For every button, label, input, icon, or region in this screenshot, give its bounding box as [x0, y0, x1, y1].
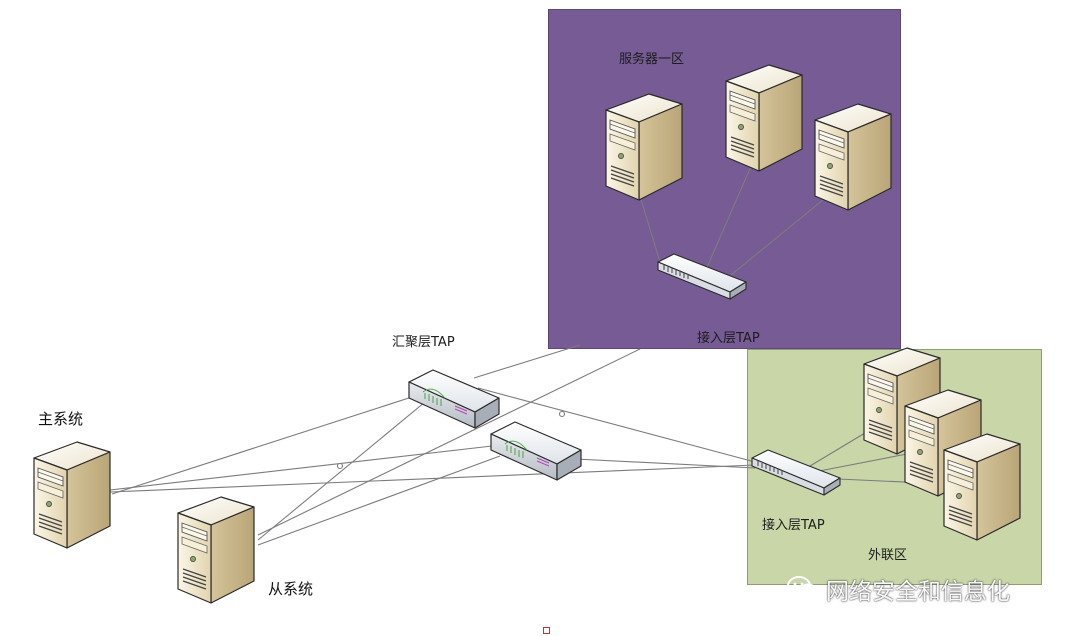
external-zone-label: 外联区 [868, 548, 908, 563]
secondary-system-server-icon [177, 496, 255, 604]
server-zone-label: 服务器一区 [619, 52, 685, 67]
primary-system-server-icon [33, 441, 111, 549]
external-access-tap-label: 接入层TAP [762, 518, 825, 533]
server-icon [725, 64, 803, 172]
server-icon [814, 103, 892, 211]
secondary-system-label: 从系统 [268, 580, 314, 598]
watermark-text: 网络安全和信息化 [826, 579, 1010, 605]
watermark: 网络安全和信息化 [786, 572, 1010, 606]
marker-dot [543, 627, 550, 634]
primary-system-label: 主系统 [38, 410, 84, 428]
aggregation-tap-icon [408, 369, 500, 429]
wechat-icon [787, 576, 818, 601]
server-icon [605, 93, 683, 201]
access-tap-icon [751, 449, 841, 496]
aggregation-tap-icon [490, 421, 582, 481]
server-icon [943, 433, 1021, 541]
server-access-tap-label: 接入层TAP [697, 331, 760, 346]
access-tap-icon [657, 253, 747, 300]
aggregation-tap-label: 汇聚层TAP [392, 335, 455, 350]
